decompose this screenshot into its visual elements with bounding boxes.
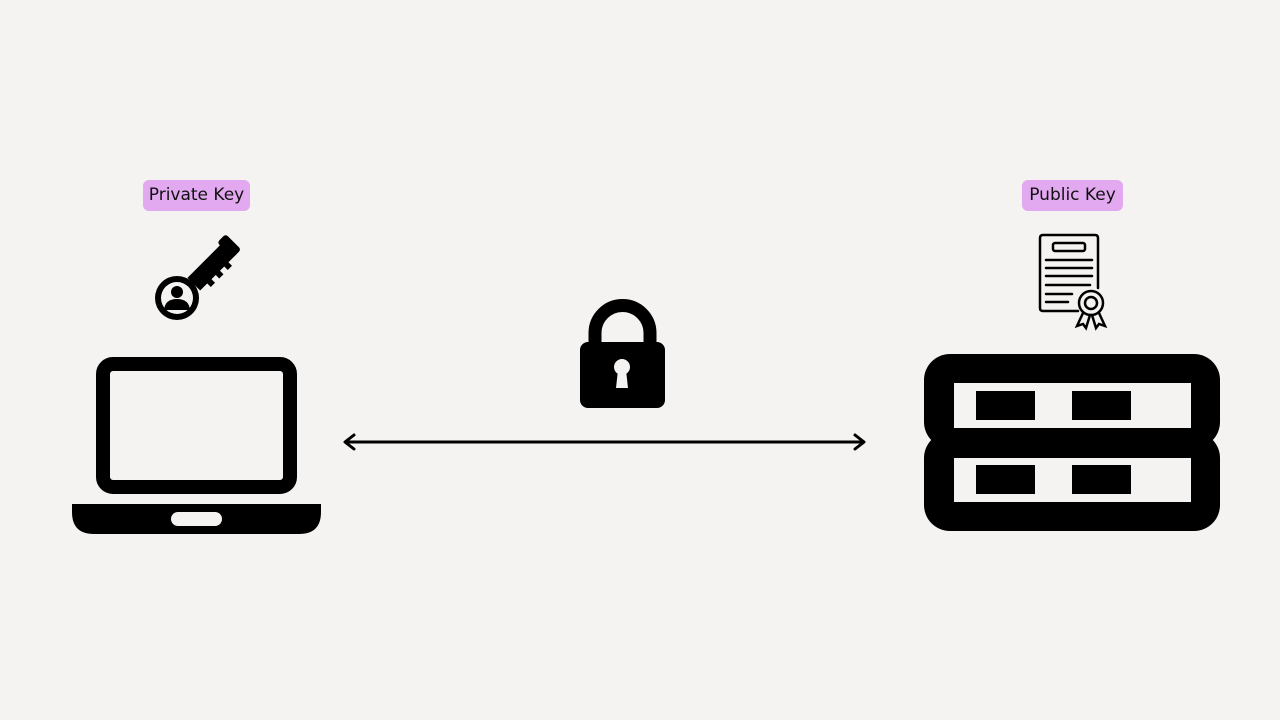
laptop-icon bbox=[72, 357, 321, 534]
padlock-icon bbox=[580, 299, 665, 408]
bidirectional-arrow bbox=[343, 433, 866, 451]
private-key-label: Private Key bbox=[143, 180, 250, 211]
server-icon bbox=[924, 354, 1220, 531]
certificate-icon bbox=[1038, 233, 1108, 331]
user-key-icon bbox=[155, 235, 240, 320]
public-key-label: Public Key bbox=[1022, 180, 1123, 211]
